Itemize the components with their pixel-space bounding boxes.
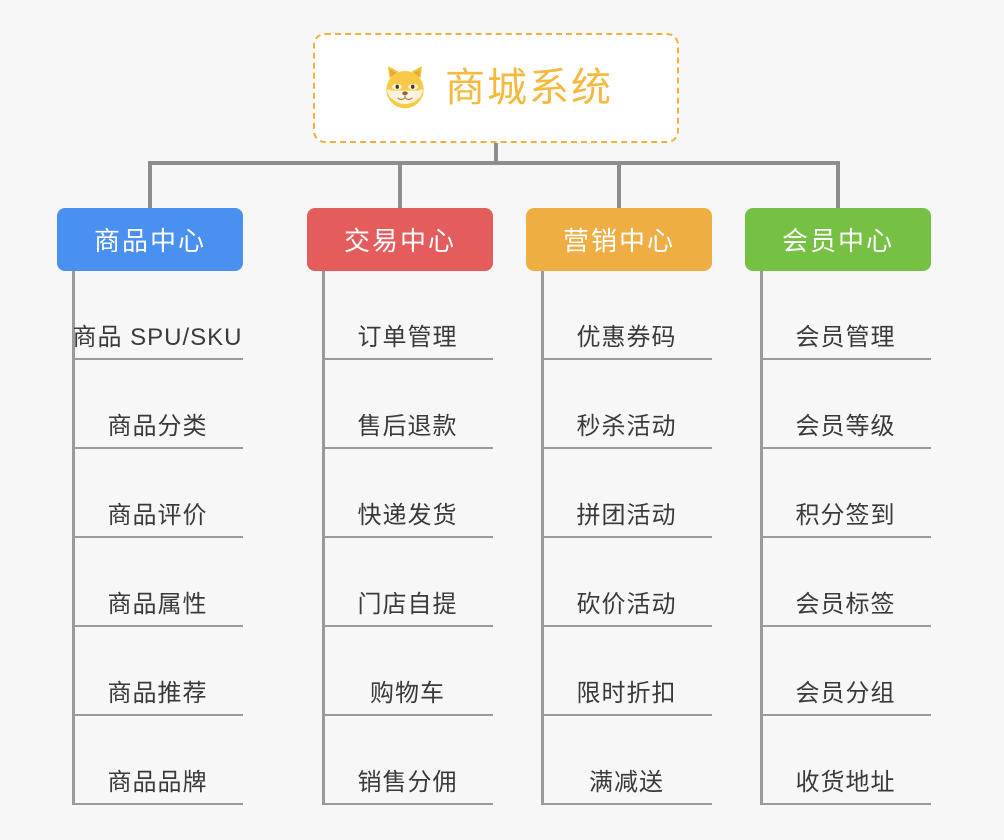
branch-drop-line-2 [617,161,621,208]
leaf-column-member-center: 会员管理会员等级积分签到会员标签会员分组收货地址 [760,271,931,805]
leaf-item-label: 积分签到 [795,502,896,529]
leaf-item-label: 商品属性 [107,591,208,618]
root-node[interactable]: 商城系统 [313,33,679,143]
category-box-trade-center[interactable]: 交易中心 [307,208,493,271]
leaf-item[interactable]: 会员标签 [760,538,931,627]
leaf-spine [72,271,75,805]
leaf-spine [760,271,763,805]
branch-drop-line-3 [836,161,840,208]
leaf-item[interactable]: 限时折扣 [541,627,712,716]
leaf-item[interactable]: 购物车 [322,627,493,716]
leaf-spine [541,271,544,805]
leaf-item[interactable]: 秒杀活动 [541,360,712,449]
category-label: 交易中心 [343,226,456,256]
leaf-item-label: 优惠券码 [576,324,677,351]
leaf-column-product-center: 商品 SPU/SKU 商品分类商品评价商品属性商品推荐商品品牌 [72,271,243,805]
branch-drop-line-1 [398,161,402,208]
leaf-item-label: 满减送 [589,769,664,796]
leaf-item-label: 砍价活动 [576,591,677,618]
leaf-item-label: 售后退款 [357,413,458,440]
leaf-item-label: 秒杀活动 [576,413,677,440]
root-drop-line [494,143,498,165]
leaf-item-label: 商品分类 [107,413,208,440]
leaf-item[interactable]: 订单管理 [322,271,493,360]
leaf-item[interactable]: 拼团活动 [541,449,712,538]
leaf-item[interactable]: 满减送 [541,716,712,805]
leaf-item-label: 会员标签 [795,591,896,618]
leaf-item-label: 商品评价 [107,502,208,529]
leaf-item[interactable]: 销售分佣 [322,716,493,805]
leaf-item[interactable]: 商品属性 [72,538,243,627]
leaf-item[interactable]: 商品推荐 [72,627,243,716]
leaf-item-label: 限时折扣 [576,680,677,707]
leaf-item-label: 订单管理 [357,324,458,351]
leaf-item[interactable]: 砍价活动 [541,538,712,627]
leaf-item[interactable]: 积分签到 [760,449,931,538]
leaf-item-label: 销售分佣 [357,769,458,796]
root-title: 商城系统 [445,66,613,110]
leaf-item-label: 收货地址 [795,769,896,796]
category-label: 营销中心 [562,226,675,256]
leaf-column-trade-center: 订单管理售后退款快递发货门店自提购物车销售分佣 [322,271,493,805]
category-box-marketing-center[interactable]: 营销中心 [526,208,712,271]
leaf-item[interactable]: 会员等级 [760,360,931,449]
leaf-item-label: 购物车 [370,680,445,707]
leaf-item[interactable]: 售后退款 [322,360,493,449]
leaf-item-label: 门店自提 [357,591,458,618]
category-label: 商品中心 [93,226,206,256]
leaf-item[interactable]: 商品分类 [72,360,243,449]
leaf-item-label: 快递发货 [357,502,458,529]
leaf-item-label: 会员分组 [795,680,896,707]
leaf-item-label: 拼团活动 [576,502,677,529]
leaf-item[interactable]: 商品评价 [72,449,243,538]
leaf-item[interactable]: 会员管理 [760,271,931,360]
leaf-item[interactable]: 收货地址 [760,716,931,805]
category-label: 会员中心 [781,226,894,256]
leaf-item-label: 商品推荐 [107,680,208,707]
leaf-item[interactable]: 优惠券码 [541,271,712,360]
leaf-item[interactable]: 快递发货 [322,449,493,538]
horizontal-bus-line [148,161,840,165]
leaf-item-label: 会员管理 [795,324,896,351]
leaf-item-label: 会员等级 [795,413,896,440]
leaf-spine [322,271,325,805]
branch-drop-line-0 [148,161,152,208]
shiba-dog-face-icon [379,62,431,114]
leaf-item[interactable]: 商品 SPU/SKU [72,271,243,360]
category-box-product-center[interactable]: 商品中心 [57,208,243,271]
leaf-item[interactable]: 会员分组 [760,627,931,716]
leaf-item-label: 商品品牌 [107,769,208,796]
leaf-item-label: 商品 SPU/SKU [72,324,243,351]
leaf-column-marketing-center: 优惠券码秒杀活动拼团活动砍价活动限时折扣满减送 [541,271,712,805]
category-box-member-center[interactable]: 会员中心 [745,208,931,271]
leaf-item[interactable]: 商品品牌 [72,716,243,805]
leaf-item[interactable]: 门店自提 [322,538,493,627]
